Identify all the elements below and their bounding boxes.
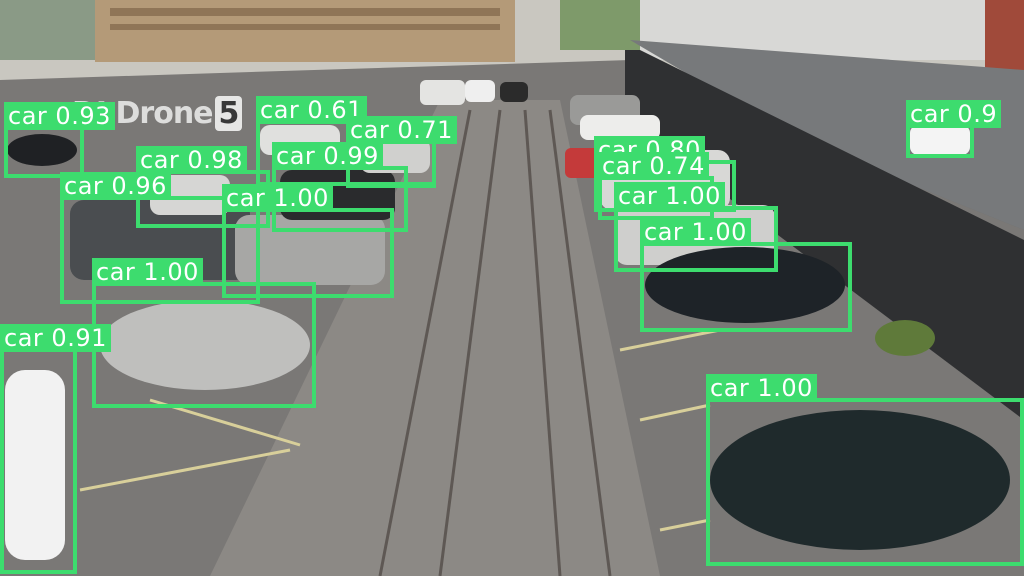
- drone-channel-watermark: DJ Drone5: [72, 96, 243, 131]
